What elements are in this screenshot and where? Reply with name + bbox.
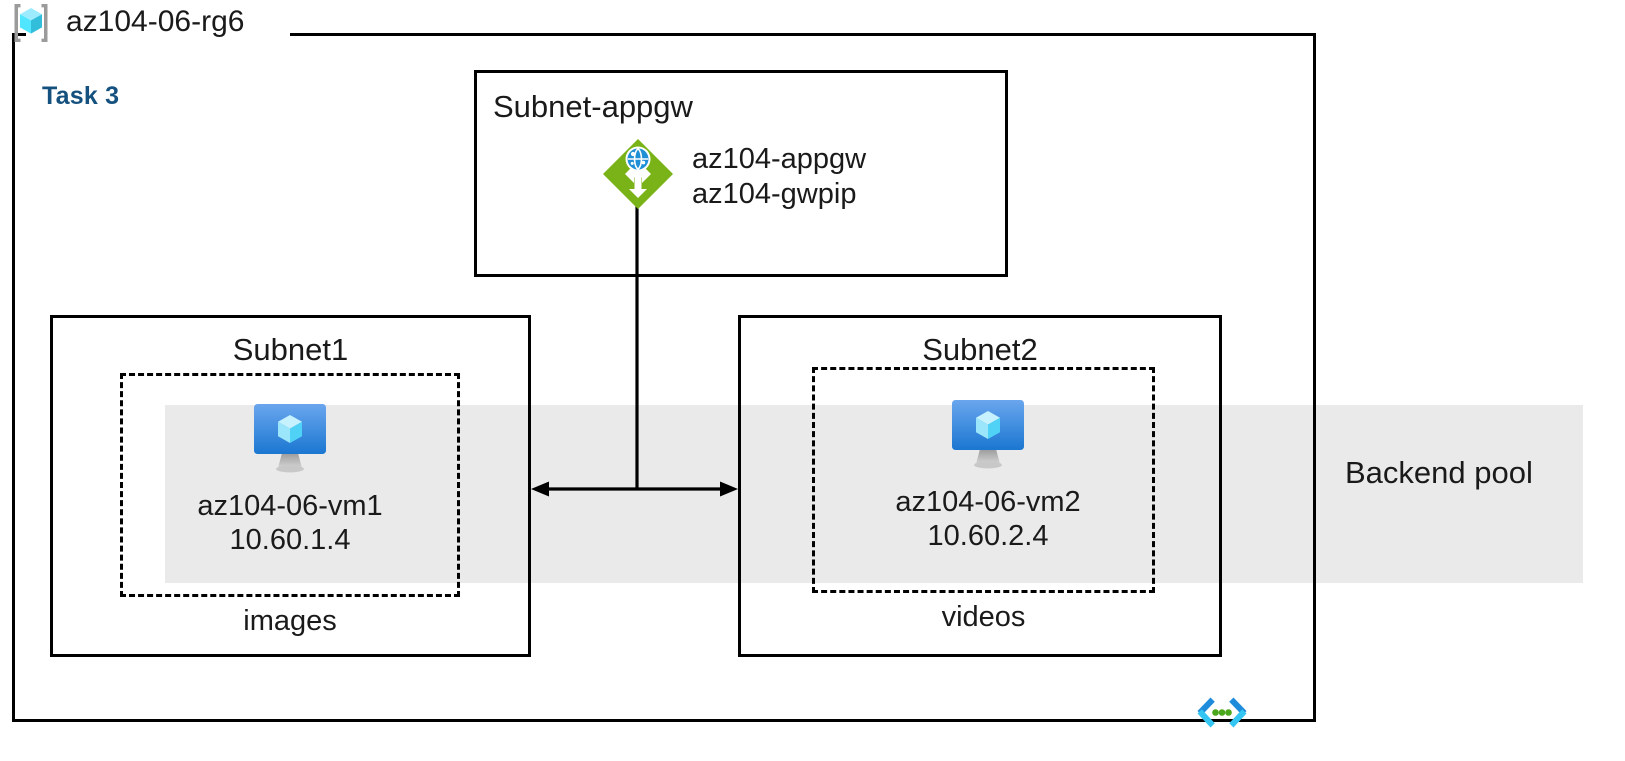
rg-border-bottom (12, 719, 1316, 722)
resource-group-cube-icon (8, 0, 54, 46)
resource-group-header: az104-06-rg6 (8, 0, 244, 46)
subnet1-inner-dashed-box (120, 373, 460, 597)
rg-border-top-right (290, 33, 1316, 36)
code-brackets-icon (1194, 694, 1250, 737)
subnet2-box: Subnet2 (738, 315, 1222, 657)
backend-pool-label: Backend pool (1345, 455, 1533, 490)
subnet1-caption: images (243, 605, 337, 637)
vm2-node: az104-06-vm2 10.60.2.4 (868, 394, 1108, 553)
application-gateway-node: az104-appgw az104-gwpip (598, 134, 866, 219)
subnet2-inner-dashed-box (812, 367, 1155, 593)
backend-pool-band (165, 405, 1583, 583)
subnet2-title: Subnet2 (922, 332, 1038, 367)
virtual-machine-icon (868, 394, 1108, 477)
rg-border-right (1313, 33, 1316, 722)
subnet-appgw-title: Subnet-appgw (493, 89, 693, 124)
subnet1-title: Subnet1 (232, 332, 349, 367)
vm2-ip-address: 10.60.2.4 (927, 520, 1049, 553)
rg-border-left (12, 33, 15, 722)
subnet2-caption: videos (941, 601, 1026, 633)
task-label: Task 3 (42, 82, 120, 110)
subnet1-box: Subnet1 (50, 315, 531, 657)
virtual-machine-icon (170, 398, 410, 481)
application-gateway-labels: az104-appgw az104-gwpip (692, 142, 866, 210)
vm1-name: az104-06-vm1 (197, 490, 383, 522)
application-gateway-icon (598, 134, 678, 219)
resource-group-name: az104-06-rg6 (66, 5, 245, 38)
subnet-appgw-box: Subnet-appgw (474, 70, 1008, 277)
appgw-resource-name: az104-appgw (692, 143, 867, 176)
appgw-public-ip-name: az104-gwpip (692, 177, 857, 210)
vm1-node: az104-06-vm1 10.60.1.4 (170, 398, 410, 557)
vm2-name: az104-06-vm2 (895, 486, 1081, 518)
vm1-ip-address: 10.60.1.4 (229, 524, 351, 557)
